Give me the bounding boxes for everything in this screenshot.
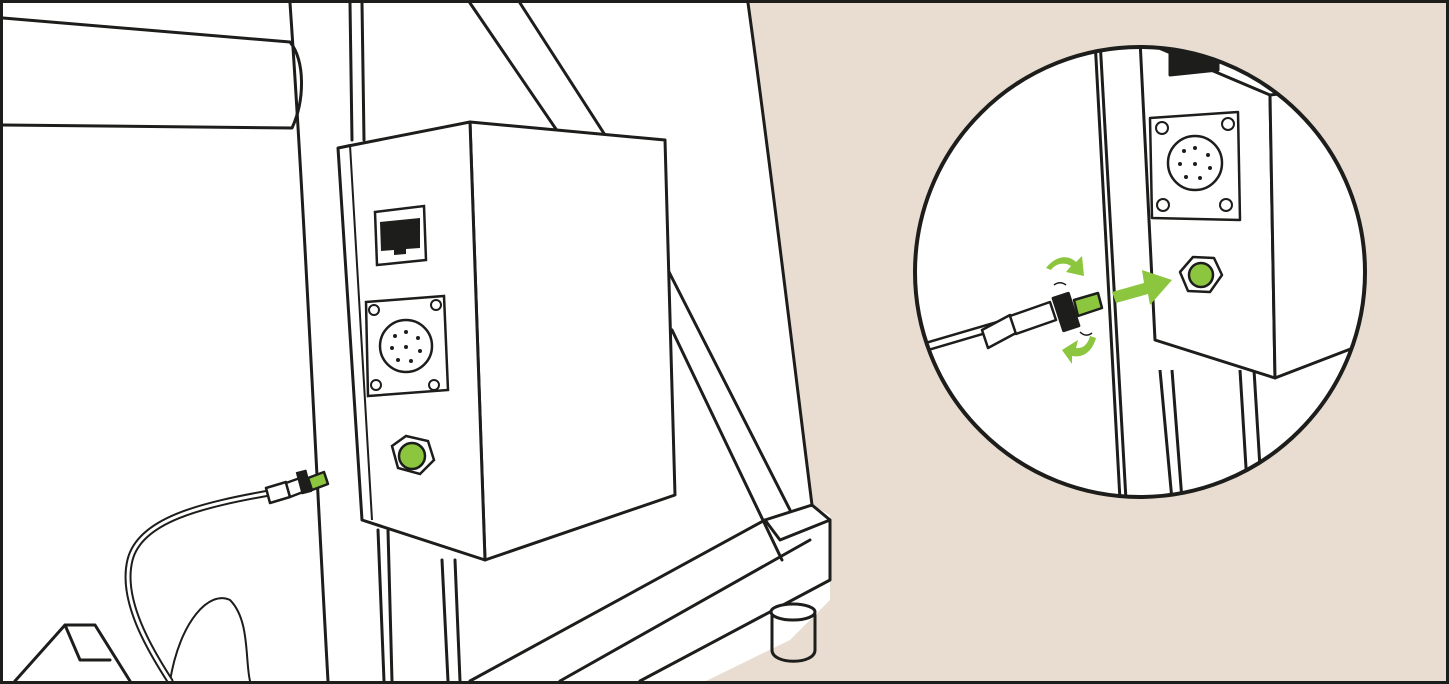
box-side bbox=[470, 122, 675, 560]
ethernet-port-icon bbox=[375, 206, 426, 265]
circular-connector-icon bbox=[366, 296, 448, 396]
diagonal-brace bbox=[470, 3, 560, 135]
upper-shelf bbox=[3, 18, 302, 128]
zoom-circular-connector-icon bbox=[1150, 112, 1240, 220]
frame-post-inner bbox=[350, 3, 352, 140]
frame-post-left bbox=[290, 3, 328, 681]
sensor-cable-icon bbox=[128, 470, 328, 681]
lower-device bbox=[15, 625, 130, 681]
